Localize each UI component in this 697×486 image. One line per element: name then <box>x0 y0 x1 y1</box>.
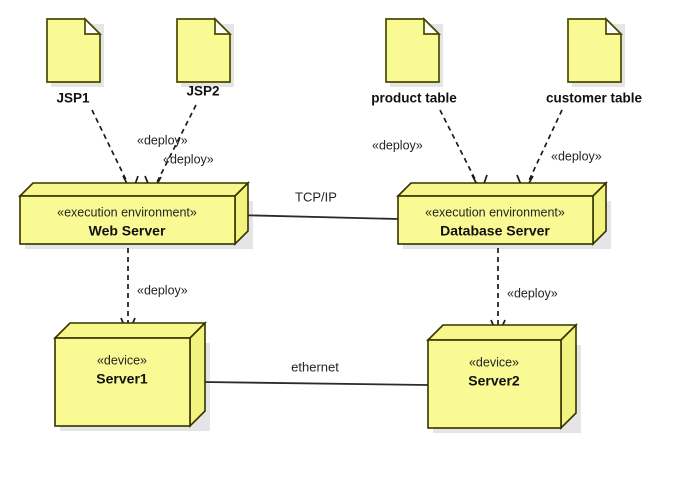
node-name-server2: Server2 <box>468 373 520 389</box>
node-top-face <box>18 182 250 197</box>
deploy-label-customer-table: «deploy» <box>551 149 602 163</box>
node-front-face <box>19 195 236 245</box>
deploy-web-server-to-server1[interactable]: «deploy» <box>120 248 188 337</box>
deploy-customer-table-to-database-server[interactable]: «deploy» <box>516 109 602 194</box>
artifact-fold-corner-icon <box>84 16 103 35</box>
association-line-tcpip <box>235 214 399 220</box>
node-web-server[interactable]: «execution environment» Web Server <box>18 181 250 246</box>
association-tcpip[interactable]: TCP/IP <box>235 189 399 220</box>
artifact-fold-corner-icon <box>605 16 624 35</box>
node-stereotype-database-server: «execution environment» <box>425 205 565 219</box>
node-stereotype-server1: «device» <box>97 353 147 367</box>
artifact-product-table[interactable]: product table <box>371 16 457 106</box>
node-server1[interactable]: «device» Server1 <box>53 321 207 428</box>
node-front-face <box>54 337 191 427</box>
deploy-line <box>91 109 132 191</box>
artifact-jsp2[interactable]: JSP2 <box>176 16 233 99</box>
node-database-server[interactable]: «execution environment» Database Server <box>396 181 608 246</box>
artifact-jsp1[interactable]: JSP1 <box>46 16 103 106</box>
node-name-database-server: Database Server <box>440 223 550 239</box>
node-top-face <box>396 182 608 197</box>
node-server2[interactable]: «device» Server2 <box>426 323 578 430</box>
deploy-line <box>524 109 563 190</box>
association-ethernet[interactable]: ethernet <box>202 359 429 386</box>
node-stereotype-server2: «device» <box>469 355 519 369</box>
artifact-label-jsp1: JSP1 <box>56 91 90 106</box>
deploy-label-jsp1: «deploy» <box>137 133 188 147</box>
artifact-label-customer-table: customer table <box>546 91 643 106</box>
node-stereotype-web-server: «execution environment» <box>57 205 197 219</box>
association-label-ethernet: ethernet <box>291 359 339 374</box>
node-name-web-server: Web Server <box>89 223 166 239</box>
node-top-face <box>53 322 207 339</box>
artifact-fold-corner-icon <box>423 16 442 35</box>
node-front-face <box>397 195 594 245</box>
node-top-face <box>426 324 578 341</box>
association-label-tcpip: TCP/IP <box>295 189 337 204</box>
deploy-database-server-to-server2[interactable]: «deploy» <box>490 248 558 339</box>
deploy-label-database-server: «deploy» <box>507 286 558 300</box>
artifact-label-product-table: product table <box>371 91 457 106</box>
node-front-face <box>427 339 562 429</box>
deploy-label-jsp2: «deploy» <box>163 152 214 166</box>
artifact-fold-corner-icon <box>214 16 233 35</box>
deploy-label-product-table: «deploy» <box>372 138 423 152</box>
deploy-jsp2-to-web-server[interactable]: «deploy» <box>144 104 214 195</box>
node-side-face <box>560 323 577 430</box>
deploy-line <box>152 104 197 191</box>
node-name-server1: Server1 <box>96 371 148 387</box>
artifact-customer-table[interactable]: customer table <box>546 16 643 106</box>
node-side-face <box>189 321 206 428</box>
deploy-label-web-server: «deploy» <box>137 283 188 297</box>
deploy-product-table-to-database-server[interactable]: «deploy» <box>372 109 488 195</box>
association-line-ethernet <box>202 381 429 386</box>
artifact-label-jsp2: JSP2 <box>186 84 219 99</box>
